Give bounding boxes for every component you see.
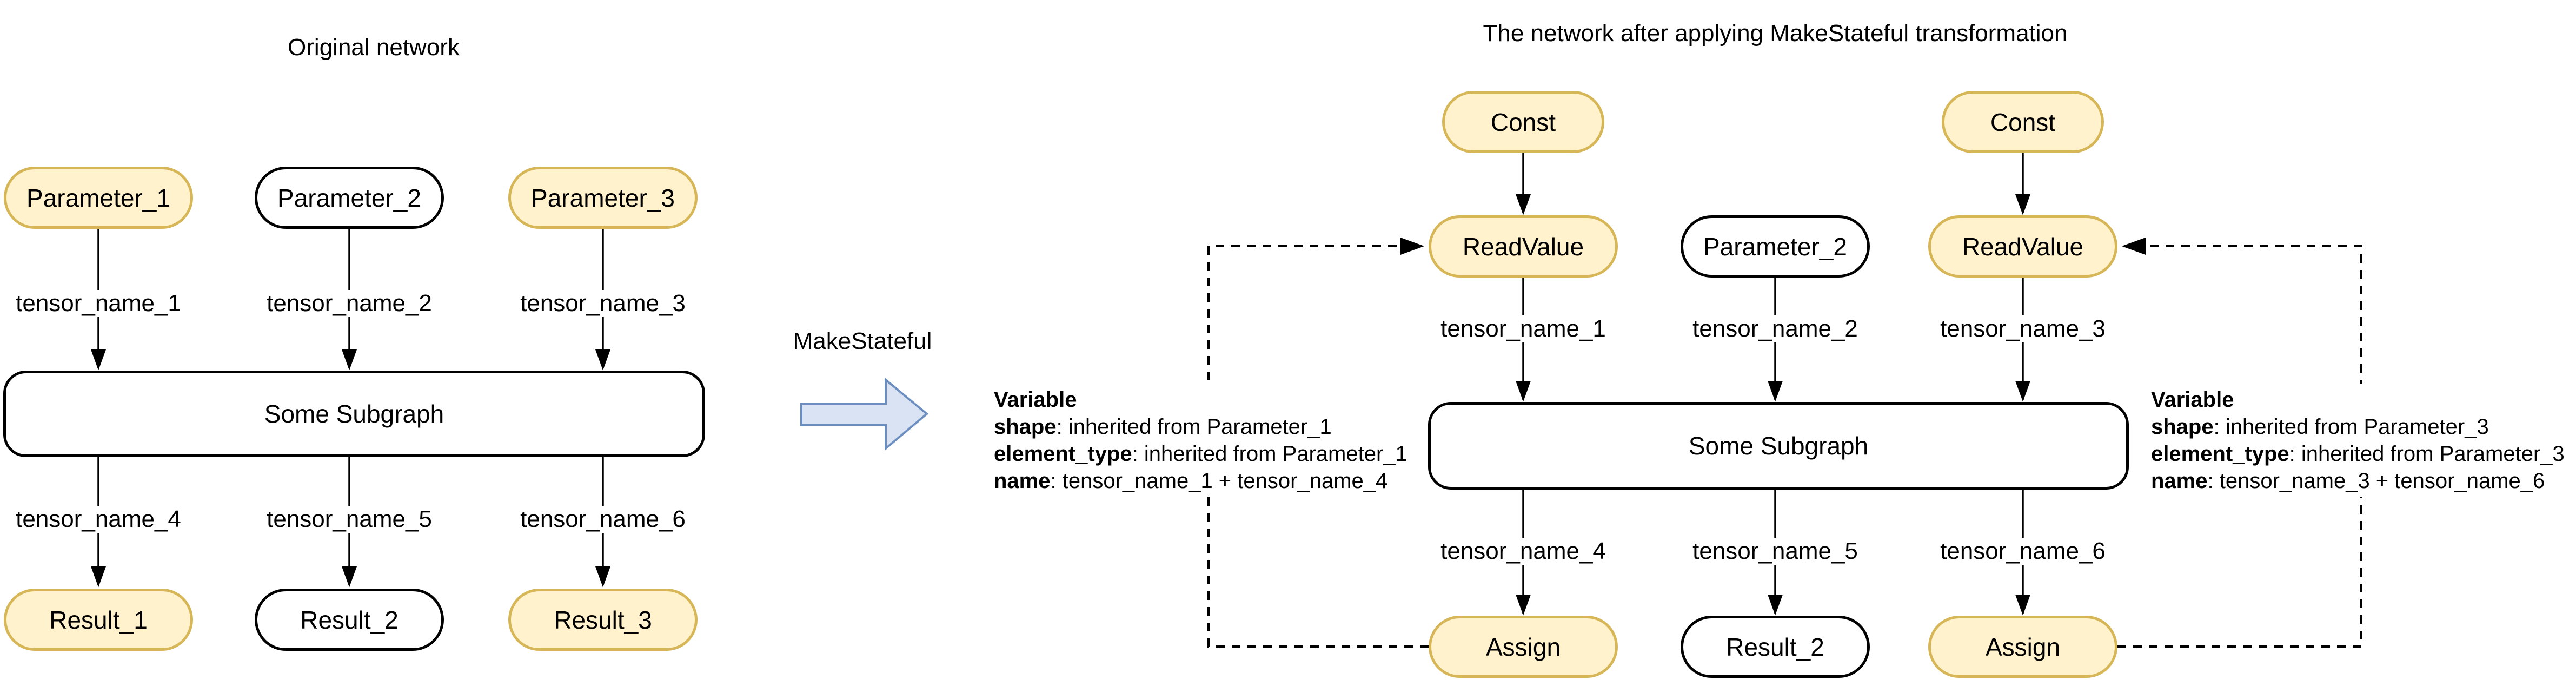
edge-label-tensor-name-2-right: tensor_name_2: [1688, 315, 1862, 342]
edge-assign1-readvalue1-feedback: [1207, 238, 1429, 648]
node-parameter-3: Parameter_3: [508, 167, 698, 229]
node-result-2: Result_2: [255, 589, 444, 651]
node-assign-2: Assign: [1928, 616, 2117, 678]
variable-note-shape-line: shape: inherited from Parameter_3: [2151, 415, 2489, 439]
edge-label-tensor-name-1-left: tensor_name_1: [11, 290, 185, 317]
node-subgraph-right: Some Subgraph: [1428, 402, 2129, 490]
variable-note-element-type-line: element_type: inherited from Parameter_1: [994, 442, 1407, 466]
node-readvalue-1: ReadValue: [1429, 215, 1618, 278]
right-diagram-title: The network after applying MakeStateful …: [1483, 20, 2068, 47]
left-diagram-title: Original network: [288, 34, 460, 61]
variable-note-shape-line: shape: inherited from Parameter_1: [994, 415, 1332, 439]
node-const-1: Const: [1442, 91, 1604, 153]
variable-note-name-line: name: tensor_name_3 + tensor_name_6: [2151, 469, 2545, 493]
node-result-1: Result_1: [4, 589, 193, 651]
edge-label-tensor-name-4-right: tensor_name_4: [1436, 538, 1610, 565]
node-result-3: Result_3: [508, 589, 698, 651]
edge-label-tensor-name-2-left: tensor_name_2: [262, 290, 436, 317]
variable-note-element-type-line: element_type: inherited from Parameter_3: [2151, 442, 2565, 466]
makestateful-arrow-icon: [800, 377, 929, 451]
edge-label-tensor-name-6-right: tensor_name_6: [1936, 538, 2110, 565]
node-parameter-1: Parameter_1: [4, 167, 193, 229]
edge-label-tensor-name-1-right: tensor_name_1: [1436, 315, 1610, 342]
variable-note-title: Variable: [2151, 388, 2234, 412]
edge-label-tensor-name-3-left: tensor_name_3: [516, 290, 690, 317]
node-const-2: Const: [1942, 91, 2104, 153]
variable-note-title: Variable: [994, 388, 1077, 412]
node-assign-1: Assign: [1429, 616, 1618, 678]
node-parameter-2-right: Parameter_2: [1681, 215, 1870, 278]
node-subgraph-left: Some Subgraph: [3, 371, 705, 457]
edge-label-tensor-name-5-left: tensor_name_5: [262, 506, 436, 533]
edge-label-tensor-name-5-right: tensor_name_5: [1688, 538, 1862, 565]
edge-label-tensor-name-4-left: tensor_name_4: [11, 506, 185, 533]
variable-note-left: Variable shape: inherited from Parameter…: [988, 384, 1413, 497]
edge-label-tensor-name-6-left: tensor_name_6: [516, 506, 690, 533]
variable-note-name-line: name: tensor_name_1 + tensor_name_4: [994, 469, 1388, 493]
node-parameter-2: Parameter_2: [255, 167, 444, 229]
node-readvalue-2: ReadValue: [1928, 215, 2117, 278]
edge-label-tensor-name-3-right: tensor_name_3: [1936, 315, 2110, 342]
makestateful-label: MakeStateful: [793, 328, 932, 354]
variable-note-right: Variable shape: inherited from Parameter…: [2146, 384, 2570, 497]
node-result-2-right: Result_2: [1681, 616, 1870, 678]
